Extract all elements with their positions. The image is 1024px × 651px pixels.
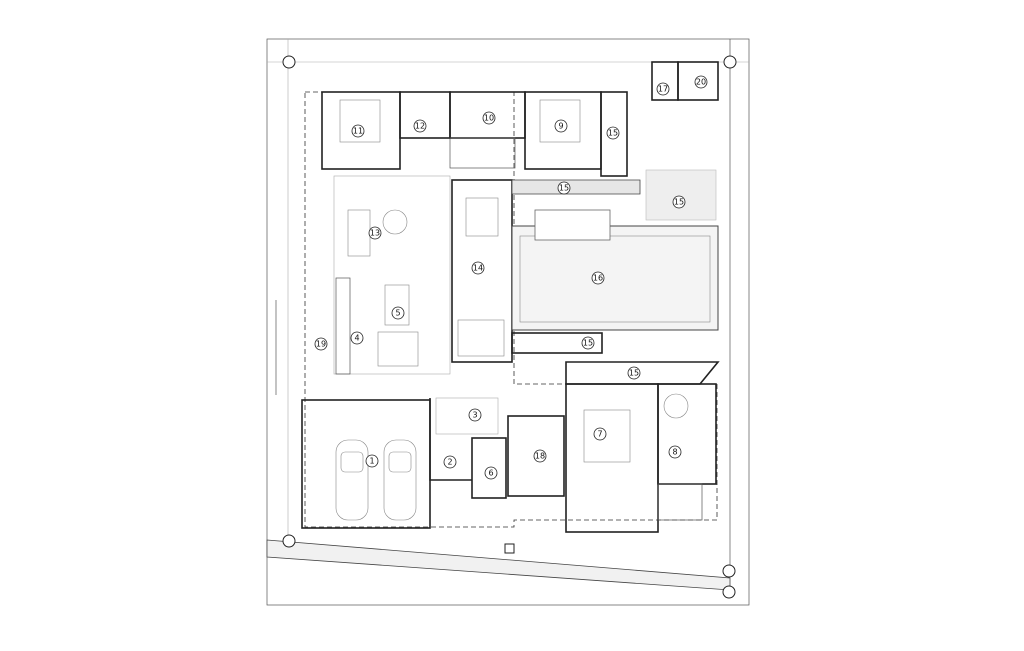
tag-16: 16 (591, 271, 605, 285)
tag-6: 6 (484, 466, 498, 480)
pool-16 (511, 225, 719, 331)
svg-text:15: 15 (629, 369, 639, 378)
tag-8: 8 (668, 445, 682, 459)
kitchen-counter (335, 277, 351, 375)
svg-text:10: 10 (484, 114, 494, 123)
car-left (335, 439, 369, 521)
svg-text:1: 1 (369, 457, 374, 466)
gate-marker (504, 543, 515, 554)
svg-text:14: 14 (473, 264, 483, 273)
tag-17: 17 (656, 82, 670, 96)
svg-text:6: 6 (488, 469, 493, 478)
tag-3: 3 (468, 408, 482, 422)
svg-text:12: 12 (415, 122, 425, 131)
svg-text:8: 8 (672, 448, 677, 457)
closet (657, 483, 703, 521)
spa (534, 209, 611, 241)
svg-text:16: 16 (593, 274, 603, 283)
bathroom-12 (399, 91, 451, 139)
bathroom-8 (657, 383, 717, 485)
pool-water (519, 235, 711, 323)
bed-9 (539, 99, 581, 143)
tag-15-mid: 15 (581, 336, 595, 350)
tag-9: 9 (554, 119, 568, 133)
svg-text:17: 17 (658, 85, 668, 94)
svg-text:2: 2 (447, 458, 452, 467)
corridor-top (449, 137, 516, 169)
svg-text:7: 7 (597, 430, 602, 439)
tag-10: 10 (482, 111, 496, 125)
living-room-13 (333, 175, 451, 375)
tag-11: 11 (351, 124, 365, 138)
sidewalk-strip (266, 539, 731, 591)
pool-deck-15 (511, 179, 641, 195)
svg-text:19: 19 (316, 340, 326, 349)
terrace-15-mid (511, 332, 603, 354)
sofa-14 (457, 319, 505, 357)
survey-marker (282, 534, 296, 548)
tag-1: 1 (365, 454, 379, 468)
tag-20: 20 (694, 75, 708, 89)
foyer-3 (435, 397, 499, 435)
svg-text:3: 3 (472, 411, 477, 420)
svg-text:15: 15 (583, 339, 593, 348)
dining-table (384, 284, 410, 326)
terrace-15-top-right (600, 91, 628, 177)
svg-text:15: 15 (608, 129, 618, 138)
bed-11 (339, 99, 381, 143)
tag-15-lounge: 15 (672, 195, 686, 209)
survey-marker (722, 564, 736, 578)
tag-12: 12 (413, 119, 427, 133)
tag-2: 2 (443, 455, 457, 469)
tag-7: 7 (593, 427, 607, 441)
svg-text:5: 5 (395, 309, 400, 318)
tag-15-deck: 15 (557, 181, 571, 195)
tub (663, 393, 689, 419)
tag-5: 5 (391, 306, 405, 320)
svg-text:13: 13 (370, 229, 380, 238)
tag-18: 18 (533, 449, 547, 463)
sofa (347, 209, 371, 257)
bedroom-7 (565, 383, 659, 533)
terrace-15-bottom (565, 361, 720, 385)
svg-text:11: 11 (353, 127, 363, 136)
svg-text:9: 9 (558, 122, 563, 131)
table-14 (465, 197, 499, 237)
tag-19: 19 (314, 337, 328, 351)
survey-marker (723, 55, 737, 69)
tag-15-top-right: 15 (606, 126, 620, 140)
garage-1 (301, 399, 431, 529)
tag-4: 4 (350, 331, 364, 345)
survey-marker (722, 585, 736, 599)
site-boundary (266, 38, 750, 606)
tag-14: 14 (471, 261, 485, 275)
svg-text:4: 4 (354, 334, 359, 343)
coffee-table (382, 209, 408, 235)
svg-text:18: 18 (535, 452, 545, 461)
island (377, 331, 419, 367)
bathroom-6 (471, 437, 507, 499)
bed-7 (583, 409, 631, 463)
room-18 (507, 415, 565, 497)
car-right (383, 439, 417, 521)
svg-text:15: 15 (674, 198, 684, 207)
survey-marker (282, 55, 296, 69)
svg-text:15: 15 (559, 184, 569, 193)
svg-text:20: 20 (696, 78, 706, 87)
tag-13: 13 (368, 226, 382, 240)
room-20 (677, 61, 719, 101)
tag-15-bottom: 15 (627, 366, 641, 380)
terrace-15-right (645, 169, 717, 221)
